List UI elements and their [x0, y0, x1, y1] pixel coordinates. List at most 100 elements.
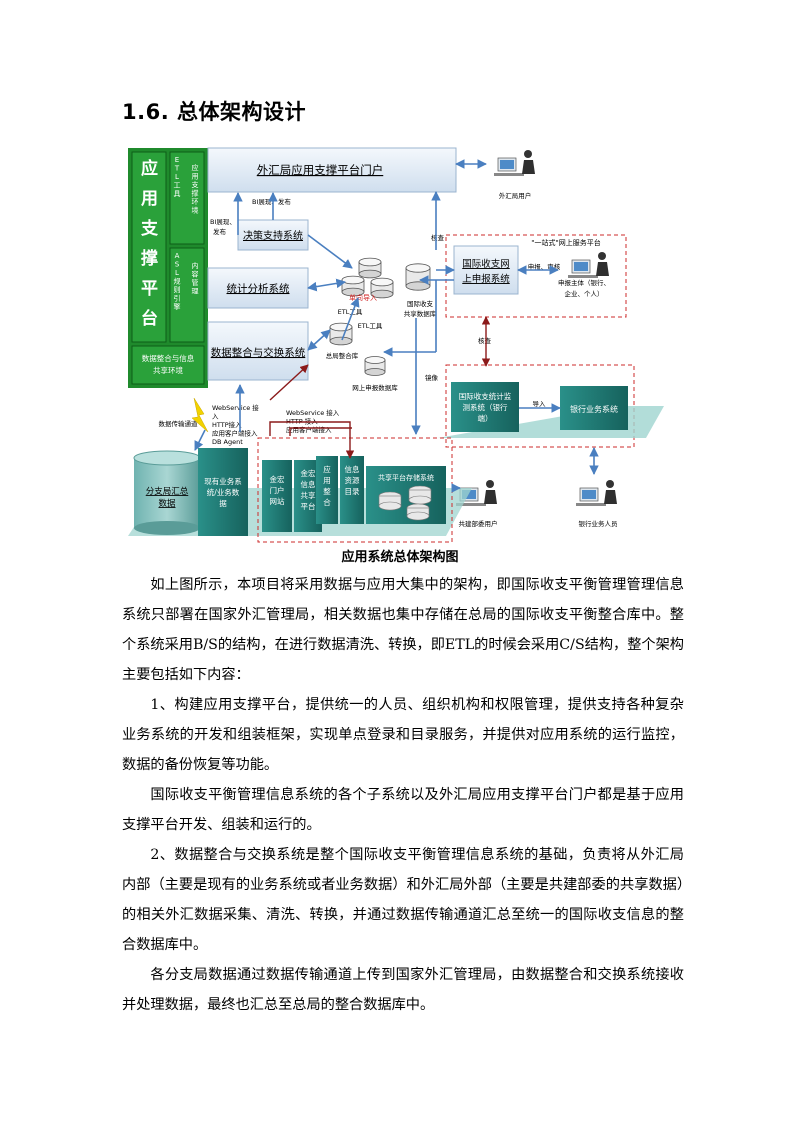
paragraph-3: 国际收支平衡管理信息系统的各个子系统以及外汇局应用支撑平台门户都是基于应用支撑平… [122, 787, 684, 833]
bank-staff-person-icon [576, 480, 617, 506]
svg-text:统计分析系统: 统计分析系统 [227, 282, 290, 295]
label-gov-user: 共建部委用户 [459, 519, 498, 528]
stamp-text: 单向导入 [349, 293, 377, 302]
ws-left-line: 应用客户端接入 [212, 429, 258, 438]
platform-cell-char: 引 [174, 294, 181, 303]
ws-mid-line: 应用客户端接入 [286, 425, 332, 434]
bottom-column-label: 信息 [345, 464, 360, 474]
label-import: 导入 [533, 400, 547, 408]
platform-title-char: 台 [141, 308, 158, 329]
bottom-column-label: 应 [323, 464, 331, 474]
paragraph-5: 各分支局数据通过数据传输通道上传到国家外汇管理局，由数据整合和交换系统接收并处理… [122, 967, 684, 1013]
svg-text:国际收支网: 国际收支网 [462, 258, 510, 270]
label-etl-1: ETL工具 [338, 308, 363, 316]
ws-left-line: 入 [212, 413, 219, 421]
svg-text:据: 据 [219, 499, 227, 508]
online-db-icon [364, 356, 386, 376]
svg-text:决策支持系统: 决策支持系统 [243, 229, 303, 242]
platform-cell-char: 工 [174, 182, 181, 190]
platform-cell-char: L [175, 173, 179, 181]
label-subject-1: 申报主体（银行、 [558, 278, 610, 287]
paragraph-1: 如上图所示，本项目将采用数据与应用大集中的架构，即国际收支平衡管理管理信息系统只… [122, 577, 684, 683]
bottom-column-label: 用 [323, 476, 331, 485]
svg-text:测系统（银行: 测系统（银行 [463, 402, 508, 412]
label-bi-publish-2b: 发布 [213, 227, 227, 236]
platform-cell-char: 规 [174, 277, 181, 286]
platform-cell-char: S [175, 261, 180, 269]
label-bi-publish-1: BI展现、发布 [252, 197, 291, 206]
bottom-column-label: 金宏 [270, 474, 285, 484]
ws-left-line: WebService 接 [212, 403, 259, 412]
stats-box: 统计分析系统 [207, 267, 309, 309]
platform-cell-char: 管 [192, 278, 199, 287]
label-check-1: 核查 [431, 233, 445, 242]
platform-bottom-label-1: 数据整合与信息 [142, 353, 195, 363]
label-bank-staff: 银行业务人员 [579, 519, 619, 528]
platform-cell-char: 境 [192, 206, 199, 215]
bottom-column-label: 共享 [301, 490, 316, 500]
svg-text:数据: 数据 [158, 498, 176, 509]
bottom-column-label: 目录 [345, 487, 360, 496]
platform-cell-char: 应 [192, 163, 199, 172]
bottom-column-label: 信息 [301, 479, 316, 489]
platform-cell-char: 内 [192, 261, 199, 270]
label-intl-share-db-2: 共享数据库 [404, 309, 437, 318]
label-mirror: 镜像 [425, 373, 439, 382]
label-channel: 数据传输通道 [159, 419, 199, 428]
existing-db: 现有业务系 统/业务数 据 [198, 448, 248, 536]
fx-user-person-icon [494, 150, 535, 176]
ws-mid-line: HTTP 接入 [286, 417, 318, 426]
label-bi-publish-2a: BI展现、 [210, 218, 236, 226]
bottom-column-label: 资源 [345, 475, 360, 485]
platform-title-char: 平 [141, 279, 158, 299]
bank-system-box: 银行业务系统 [560, 386, 628, 430]
svg-text:银行业务系统: 银行业务系统 [570, 404, 618, 414]
platform-cell-char: A [175, 252, 180, 260]
ws-left-line: HTTP接入 [212, 420, 242, 429]
integration-box: 数据整合与交换系统 [207, 321, 309, 381]
bottom-column-label: 金宏 [301, 468, 316, 478]
svg-text:上申报系统: 上申报系统 [462, 273, 510, 285]
platform-cell-char: 撑 [192, 189, 199, 198]
platform-cell-char: L [175, 269, 179, 277]
subject-person-icon [568, 252, 609, 278]
ws-left-line: DB Agent [212, 438, 243, 446]
label-etl-2: ETL工具 [358, 322, 383, 330]
platform-cell-char: 擎 [174, 302, 181, 311]
paragraph-2: 1、构建应用支撑平台，提供统一的人员、组织机构和权限管理，提供支持各种复杂业务系… [122, 697, 684, 773]
etl-db-icon [370, 277, 394, 299]
svg-text:分支局汇总: 分支局汇总 [146, 486, 189, 497]
paragraph-4: 2、数据整合与交换系统是整个国际收支平衡管理信息系统的基础，负责将从外汇局内部（… [122, 847, 684, 953]
bottom-column-label: 合 [323, 497, 331, 507]
label-online-db: 网上申报数据库 [352, 383, 398, 392]
svg-text:现有业务系: 现有业务系 [204, 476, 242, 486]
platform-cell-char: 理 [192, 288, 199, 296]
svg-text:国际收支统计监: 国际收支统计监 [459, 391, 512, 401]
bottom-column-label: 平台 [301, 501, 316, 511]
bottom-column-label: 门户 [270, 485, 285, 495]
etl-db-icon [358, 257, 382, 279]
svg-text:数据整合与交换系统: 数据整合与交换系统 [211, 346, 306, 359]
platform-cell-char: 则 [174, 286, 181, 294]
label-fx-user: 外汇局用户 [499, 191, 532, 200]
svg-text:统/业务数: 统/业务数 [207, 487, 240, 497]
platform-title-char: 应 [141, 158, 158, 179]
label-total-db: 总局整合库 [326, 351, 359, 360]
decision-box: 决策支持系统 [237, 219, 309, 251]
platform-cell-char: 具 [174, 190, 181, 198]
label-shared-store: 共享平台存储系统 [378, 473, 434, 482]
section-heading: 1.6. 总体架构设计 [122, 100, 306, 124]
platform-cell-char: T [174, 165, 180, 173]
label-subject-2: 企业、个人） [565, 289, 604, 298]
platform-cell-char: 支 [192, 180, 199, 189]
portal-box: 外汇局应用支撑平台门户 [207, 147, 457, 193]
intl-monitor-box: 国际收支统计监 测系统（银行 端） [451, 382, 519, 432]
svg-text:外汇局应用支撑平台门户: 外汇局应用支撑平台门户 [257, 163, 384, 177]
platform-title-char: 用 [141, 189, 158, 209]
platform-bottom-label-2: 共享环境 [153, 365, 183, 375]
etl-db-icon [341, 275, 365, 297]
figure-caption: 应用系统总体架构图 [341, 550, 459, 565]
label-intl-share-db-1: 国际收支 [407, 299, 434, 308]
